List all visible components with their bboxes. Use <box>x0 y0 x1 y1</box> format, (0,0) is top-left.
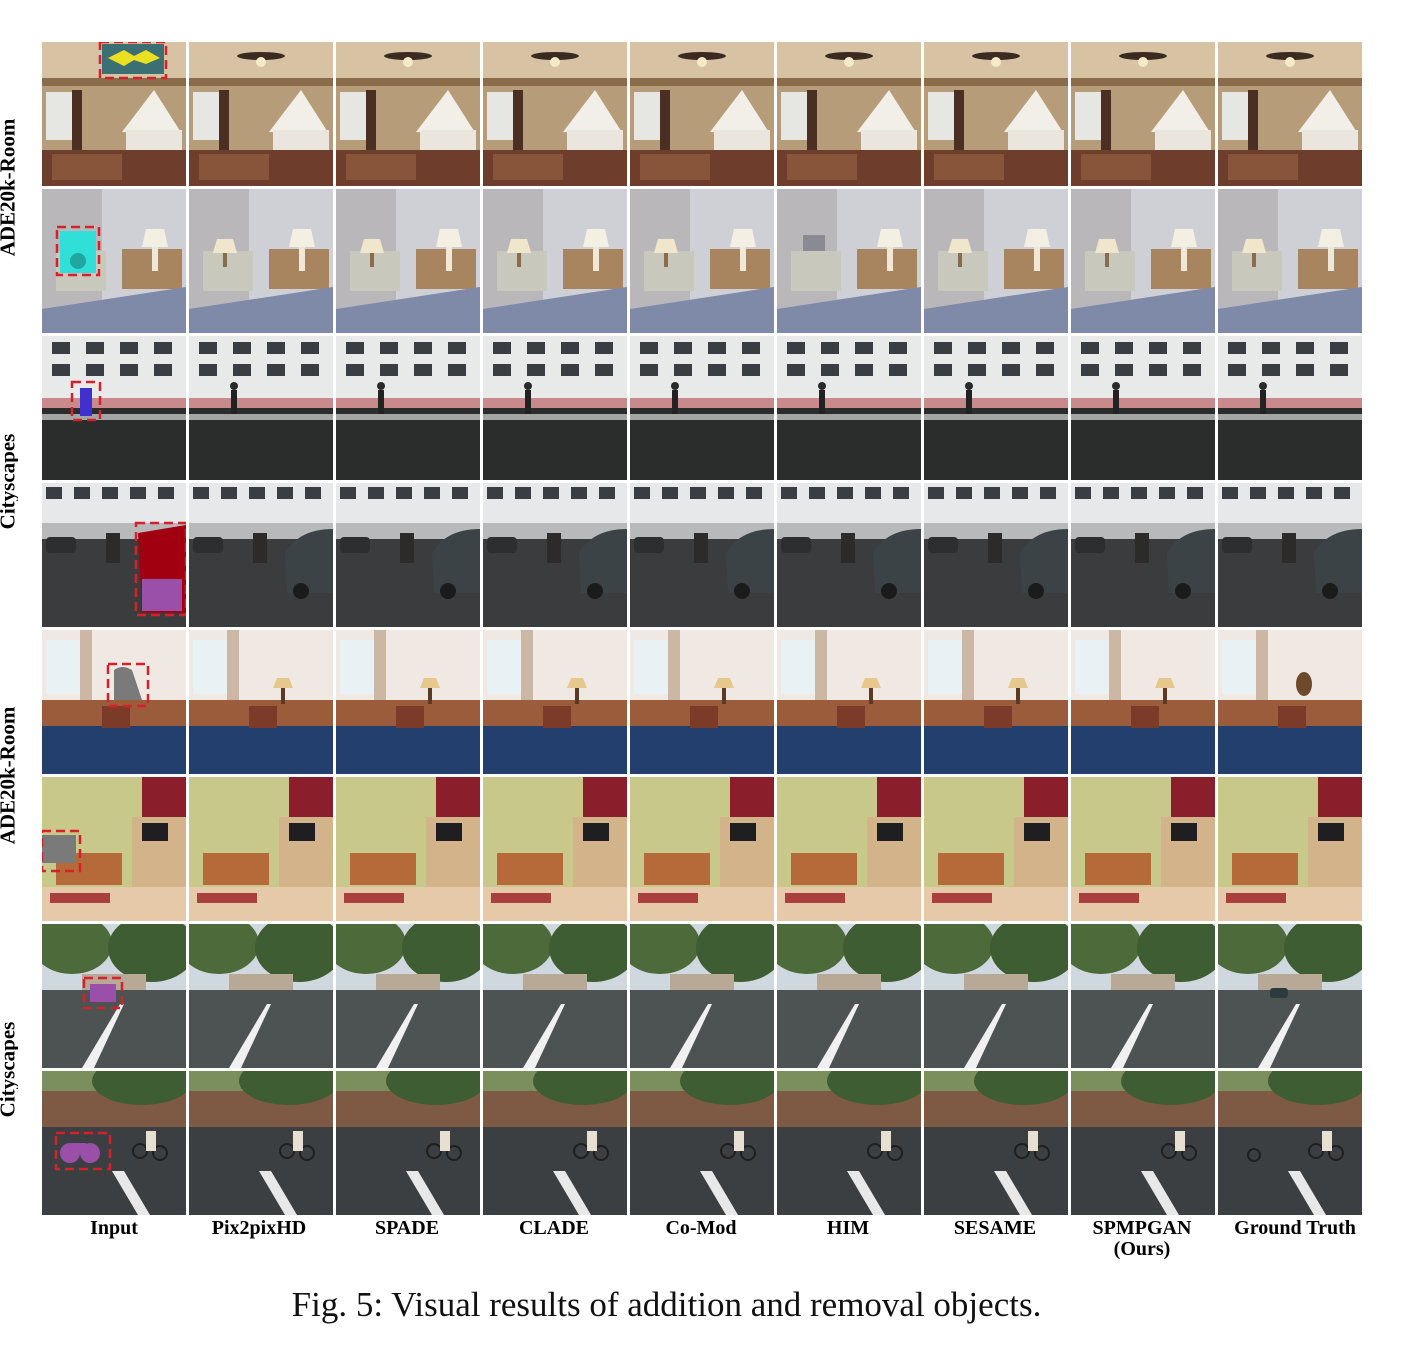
result-image-row2-col1 <box>42 189 186 333</box>
result-image-row3-col4 <box>483 336 627 480</box>
result-image-row4-col5 <box>630 483 774 627</box>
result-image-row4-col7 <box>924 483 1068 627</box>
result-image-row6-col4 <box>483 777 627 921</box>
column-label-comod: Co-Mod <box>665 1217 737 1239</box>
result-image-row2-col9 <box>1218 189 1362 333</box>
column-label-clade: CLADE <box>518 1217 589 1239</box>
result-image-row1-col8 <box>1071 42 1215 186</box>
result-image-row5-col9 <box>1218 630 1362 774</box>
result-image-row4-col6 <box>777 483 921 627</box>
column-label-him: HIM <box>826 1217 870 1239</box>
result-image-row3-col9 <box>1218 336 1362 480</box>
result-image-row5-col5 <box>630 630 774 774</box>
result-image-row1-col4 <box>483 42 627 186</box>
result-image-row5-col7 <box>924 630 1068 774</box>
result-image-row4-col1 <box>42 483 186 627</box>
result-image-row4-col3 <box>336 483 480 627</box>
result-image-row4-col2 <box>189 483 333 627</box>
result-image-row3-col8 <box>1071 336 1215 480</box>
result-image-row6-col8 <box>1071 777 1215 921</box>
result-image-row3-col5 <box>630 336 774 480</box>
result-image-row8-col2 <box>189 1071 333 1215</box>
result-image-row5-col8 <box>1071 630 1215 774</box>
result-image-row3-col1 <box>42 336 186 480</box>
result-image-row7-col3 <box>336 924 480 1068</box>
result-image-row1-col2 <box>189 42 333 186</box>
results-image-grid <box>42 42 1362 1216</box>
result-image-row6-col7 <box>924 777 1068 921</box>
column-label-sesame: SESAME <box>953 1217 1037 1239</box>
result-image-row7-col5 <box>630 924 774 1068</box>
result-image-row8-col3 <box>336 1071 480 1215</box>
row-group-label-ade20k-2: ADE20k-Room <box>0 706 18 844</box>
result-image-row2-col4 <box>483 189 627 333</box>
row-group-label-ade20k-1: ADE20k-Room <box>0 118 18 256</box>
result-image-row7-col9 <box>1218 924 1362 1068</box>
result-image-row8-col1 <box>42 1071 186 1215</box>
result-image-row8-col9 <box>1218 1071 1362 1215</box>
result-image-row1-col7 <box>924 42 1068 186</box>
result-image-row2-col5 <box>630 189 774 333</box>
result-image-row7-col8 <box>1071 924 1215 1068</box>
result-image-row2-col6 <box>777 189 921 333</box>
column-label-spmpgan: SPMPGAN (Ours) <box>1092 1217 1192 1260</box>
result-image-row5-col4 <box>483 630 627 774</box>
result-image-row2-col7 <box>924 189 1068 333</box>
result-image-row8-col8 <box>1071 1071 1215 1215</box>
result-image-row7-col6 <box>777 924 921 1068</box>
result-image-row1-col3 <box>336 42 480 186</box>
result-image-row8-col7 <box>924 1071 1068 1215</box>
result-image-row8-col5 <box>630 1071 774 1215</box>
result-image-row6-col1 <box>42 777 186 921</box>
result-image-row7-col7 <box>924 924 1068 1068</box>
figure-caption: Fig. 5: Visual results of addition and r… <box>291 1285 1042 1324</box>
result-image-row3-col3 <box>336 336 480 480</box>
result-image-row1-col6 <box>777 42 921 186</box>
result-image-row1-col1 <box>42 42 186 186</box>
result-image-row7-col2 <box>189 924 333 1068</box>
result-image-row4-col9 <box>1218 483 1362 627</box>
result-image-row4-col4 <box>483 483 627 627</box>
row-group-label-cityscapes-2: Cityscapes <box>0 1021 18 1117</box>
result-image-row6-col3 <box>336 777 480 921</box>
result-image-row2-col8 <box>1071 189 1215 333</box>
result-image-row3-col7 <box>924 336 1068 480</box>
result-image-row3-col6 <box>777 336 921 480</box>
result-image-row7-col4 <box>483 924 627 1068</box>
result-image-row5-col6 <box>777 630 921 774</box>
result-image-row2-col2 <box>189 189 333 333</box>
result-image-row1-col9 <box>1218 42 1362 186</box>
result-image-row6-col2 <box>189 777 333 921</box>
result-image-row8-col6 <box>777 1071 921 1215</box>
result-image-row5-col3 <box>336 630 480 774</box>
result-image-row4-col8 <box>1071 483 1215 627</box>
result-image-row7-col1 <box>42 924 186 1068</box>
column-label-spade: SPADE <box>374 1217 440 1239</box>
column-label-pix2pixhd: Pix2pixHD <box>211 1217 307 1239</box>
result-image-row8-col4 <box>483 1071 627 1215</box>
result-image-row6-col9 <box>1218 777 1362 921</box>
column-label-ground-truth: Ground Truth <box>1234 1217 1356 1239</box>
result-image-row5-col1 <box>42 630 186 774</box>
result-image-row6-col5 <box>630 777 774 921</box>
row-group-label-cityscapes-1: Cityscapes <box>0 433 18 529</box>
column-label-input: Input <box>90 1217 138 1239</box>
result-image-row2-col3 <box>336 189 480 333</box>
result-image-row6-col6 <box>777 777 921 921</box>
result-image-row5-col2 <box>189 630 333 774</box>
result-image-row3-col2 <box>189 336 333 480</box>
result-image-row1-col5 <box>630 42 774 186</box>
